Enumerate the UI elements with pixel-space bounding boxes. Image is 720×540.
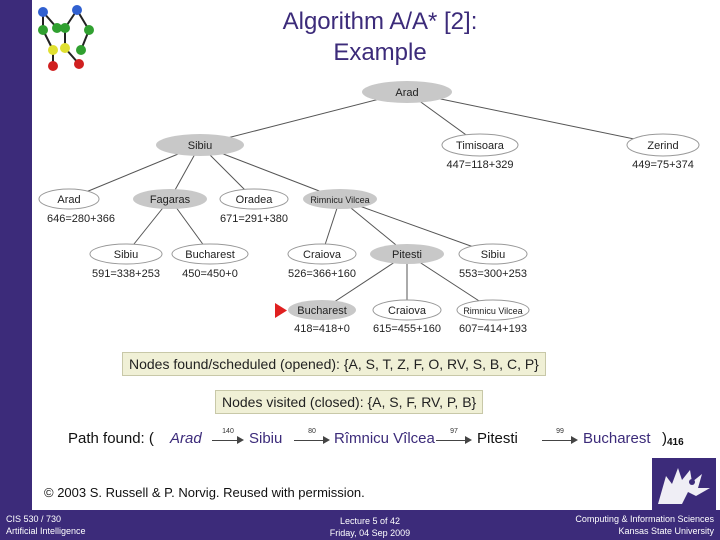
svg-text:Arad: Arad [395,87,418,99]
graph-logo-icon [38,5,94,71]
footer-dept-line1: Computing & Information Sciences [575,514,714,524]
footer-course-line2: Artificial Intelligence [6,526,86,536]
slide-title-line2: Example [333,39,427,66]
path-city-sibiu: Sibiu [249,430,283,447]
svg-text:Rimnicu Vilcea: Rimnicu Vilcea [310,195,369,205]
svg-text:Rimnicu Vilcea: Rimnicu Vilcea [463,306,522,316]
svg-text:Bucharest: Bucharest [185,249,235,261]
slide-title-line1: Algorithm A/A* [2]: [282,8,478,35]
tree-node-rimnicu-2: Rimnicu Vilcea 607=414+193 [456,299,530,335]
opened-nodes-box: Nodes found/scheduled (opened): {A, S, T… [122,352,546,376]
svg-text:Pitesti: Pitesti [392,249,422,261]
svg-text:447=118+329: 447=118+329 [446,159,513,171]
tree-node-timisoara: Timisoara 447=118+329 [441,133,519,171]
svg-text:615=455+160: 615=455+160 [373,323,441,335]
path-city-pitesti: Pitesti [477,430,518,447]
svg-text:Oradea: Oradea [236,194,274,206]
path-prefix: Path found: ( [68,430,154,447]
svg-text:Sibiu: Sibiu [188,140,212,152]
path-arrow-4: 99 [542,428,578,448]
tree-node-fagaras: Fagaras [133,189,207,209]
tree-node-arad-2: Arad 646=280+366 [38,188,115,225]
triangle-marker-icon [275,303,287,318]
tree-node-oradea: Oradea 671=291+380 [219,188,289,225]
tree-node-zerind: Zerind 449=75+374 [626,133,700,171]
tree-node-craiova-2: Craiova 615=455+160 [372,299,442,335]
svg-text:Craiova: Craiova [388,305,427,317]
tree-node-sibiu-2: Sibiu 591=338+253 [89,243,163,280]
footer-lecture-line2: Friday, 04 Sep 2009 [329,528,411,538]
tree-node-pitesti: Pitesti [370,244,444,264]
path-city-bucharest: Bucharest [583,430,651,447]
tree-node-sibiu: Sibiu [156,134,244,156]
tree-node-craiova-1: Craiova 526=366+160 [287,243,357,280]
path-arrow-2: 80 [294,428,330,448]
footer-course-line1: CIS 530 / 730 [6,514,62,524]
svg-text:Bucharest: Bucharest [297,305,347,317]
footer-dept-line2: Kansas State University [618,526,714,536]
left-sidebar-bar [0,0,32,540]
tree-node-sibiu-3: Sibiu 553=300+253 [458,243,528,280]
ksu-wildcat-icon [652,458,716,510]
tree-node-bucharest-2: Bucharest 418=418+0 [288,300,356,335]
tree-node-bucharest-1: Bucharest 450=450+0 [171,243,249,280]
slide-footer: CIS 530 / 730 Artificial Intelligence Le… [0,510,720,540]
svg-text:553=300+253: 553=300+253 [459,268,527,280]
path-arrow-1: 140 [212,428,244,448]
svg-text:Arad: Arad [57,194,80,206]
path-found: Path found: ( Arad 140 Sibiu 80 Rîmnicu … [62,426,692,454]
svg-text:450=450+0: 450=450+0 [182,268,238,280]
svg-text:Timisoara: Timisoara [456,140,505,152]
path-suffix: ) [662,430,667,447]
path-start: Arad [170,430,202,447]
path-city-rimnicu: Rîmnicu Vîlcea [334,430,435,447]
svg-text:671=291+380: 671=291+380 [220,213,288,225]
closed-nodes-box: Nodes visited (closed): {A, S, F, RV, P,… [215,390,484,414]
svg-text:Sibiu: Sibiu [114,249,138,261]
tree-node-rimnicu: Rimnicu Vilcea [303,189,377,209]
footer-lecture-line1: Lecture 5 of 42 [339,516,401,526]
svg-text:Zerind: Zerind [647,140,678,152]
svg-text:607=414+193: 607=414+193 [459,323,527,335]
slide-title: Algorithm A/A* [2]: Example [180,6,580,68]
path-total-cost: 416 [667,437,684,448]
copyright-notice: © 2003 S. Russell & P. Norvig. Reused wi… [44,485,365,500]
svg-text:Craiova: Craiova [303,249,342,261]
path-arrow-3: 97 [436,428,472,448]
svg-text:449=75+374: 449=75+374 [632,159,694,171]
svg-text:Fagaras: Fagaras [150,194,191,206]
tree-node-arad-root: Arad [362,81,452,103]
svg-text:591=338+253: 591=338+253 [92,268,160,280]
search-tree: Arad Sibiu Timisoara 447=118+329 Zerind … [38,81,700,335]
svg-text:Sibiu: Sibiu [481,249,505,261]
svg-text:526=366+160: 526=366+160 [288,268,356,280]
svg-text:418=418+0: 418=418+0 [294,323,350,335]
svg-text:646=280+366: 646=280+366 [47,213,115,225]
